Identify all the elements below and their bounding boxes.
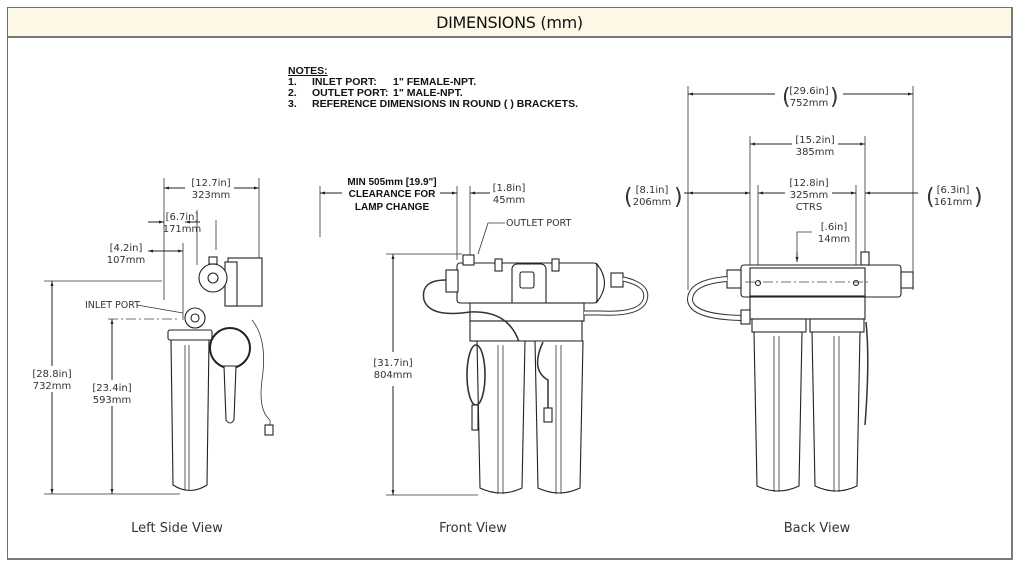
panel-title: DIMENSIONS (mm) <box>436 12 583 32</box>
dim-outlet-offset-in: [1.8in] <box>493 183 526 194</box>
callout-outlet-port: OUTLET PORT <box>506 218 571 229</box>
dim-inlet-offset-in: [4.2in] <box>110 243 143 254</box>
dim-left-overhang-in: [8.1in] <box>636 185 669 196</box>
dim-overall-width-mm: 323mm <box>192 190 231 201</box>
panel-header: DIMENSIONS (mm) <box>8 8 1011 38</box>
dim-pump-offset-mm: 171mm <box>163 224 202 235</box>
dim-outlet-offset-mm: 45mm <box>493 195 525 206</box>
caption-left-side-view: Left Side View <box>131 521 223 536</box>
back-view: [29.6in] 752mm [15.2in] 385mm [12.8in] 3… <box>624 85 983 492</box>
callout-inlet-port: INLET PORT <box>85 300 140 311</box>
dim-back-width-mm: 752mm <box>790 98 829 109</box>
dim-centers-note: CTRS <box>796 202 822 213</box>
dim-bracket-width-mm: 385mm <box>796 147 835 158</box>
dim-inlet-height-mm: 593mm <box>93 395 132 406</box>
clearance-line-3: LAMP CHANGE <box>355 202 430 213</box>
dim-back-width-in: [29.6in] <box>789 86 828 97</box>
caption-back-view: Back View <box>783 521 851 536</box>
left-side-view: [12.7in] 323mm [6.7in] 171mm [4.2in] 107… <box>32 178 274 495</box>
dim-overall-height-mm: 732mm <box>33 381 72 392</box>
clearance-line-1: MIN 505mm [19.9"] <box>347 177 436 188</box>
dim-inlet-offset-mm: 107mm <box>107 255 146 266</box>
dim-overall-width-in: [12.7in] <box>191 178 230 189</box>
dim-left-overhang-mm: 206mm <box>633 197 672 208</box>
dim-offset-in: [.6in] <box>821 222 848 233</box>
dim-offset-mm: 14mm <box>818 234 850 245</box>
ref-bracket-open: ( <box>782 85 791 110</box>
clearance-line-2: CLEARANCE FOR <box>349 189 436 200</box>
ref-bracket-close: ) <box>974 185 983 210</box>
dim-overall-height-in: [28.8in] <box>32 369 71 380</box>
dim-centers-mm: 325mm <box>790 190 829 201</box>
ref-bracket-open: ( <box>624 185 633 210</box>
caption-front-view: Front View <box>439 521 507 536</box>
dim-right-overhang-mm: 161mm <box>934 197 973 208</box>
dim-inlet-height-in: [23.4in] <box>92 383 131 394</box>
dim-right-overhang-in: [6.3in] <box>937 185 970 196</box>
ref-bracket-close: ) <box>674 185 683 210</box>
dim-centers-in: [12.8in] <box>789 178 828 189</box>
note-item: 1. INLET PORT: 1" FEMALE-NPT. <box>288 76 477 88</box>
front-view: MIN 505mm [19.9"] CLEARANCE FOR LAMP CHA… <box>319 177 649 496</box>
note-item: 3. REFERENCE DIMENSIONS IN ROUND ( ) BRA… <box>288 98 579 110</box>
dim-pump-offset-in: [6.7in] <box>166 212 199 223</box>
ref-bracket-open: ( <box>926 185 935 210</box>
notes-title: NOTES: <box>288 65 328 77</box>
dim-bracket-width-in: [15.2in] <box>795 135 834 146</box>
note-item: 2. OUTLET PORT: 1" MALE-NPT. <box>288 87 463 99</box>
dim-front-height-mm: 804mm <box>374 370 413 381</box>
dim-front-height-in: [31.7in] <box>373 358 412 369</box>
notes-block: NOTES: 1. INLET PORT: 1" FEMALE-NPT. 2. … <box>288 66 578 110</box>
ref-bracket-close: ) <box>830 85 839 110</box>
